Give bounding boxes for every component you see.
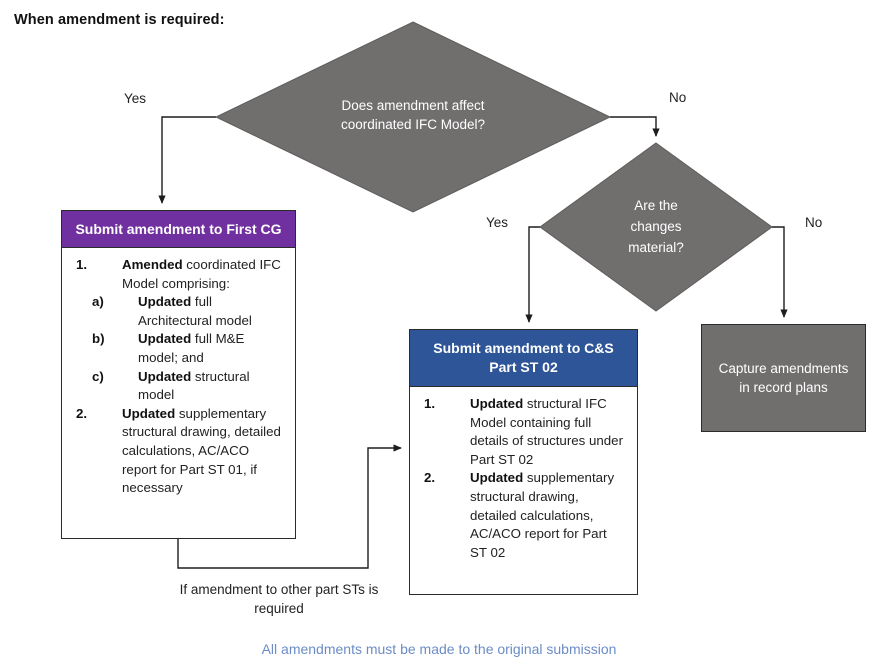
list-item-text: Updated supplementary structural drawing… bbox=[122, 405, 285, 498]
list-item-rest: structural model bbox=[138, 368, 250, 403]
list-marker: 1. bbox=[424, 396, 436, 411]
edge-label-no-decision-1: No bbox=[669, 90, 687, 105]
cs-st02-header-line2: Part ST 02 bbox=[489, 359, 558, 375]
list-item-text: Updated structural model bbox=[138, 368, 285, 405]
list-item-emphasis: Amended bbox=[122, 257, 183, 272]
list-item-text: Updated full M&E model; and bbox=[138, 330, 285, 367]
list-item: 2. Updated supplementary structural draw… bbox=[418, 469, 627, 562]
list-item-emphasis: Updated bbox=[470, 470, 524, 486]
loop-label-line2: required bbox=[254, 601, 304, 616]
connector-loop-label: If amendment to other part STs is requir… bbox=[168, 580, 390, 618]
process-box-first-cg-header: Submit amendment to First CG bbox=[62, 211, 295, 248]
list-item-emphasis: Updated bbox=[138, 331, 192, 347]
connector-yes-to-cs-st02 bbox=[525, 226, 540, 323]
connector-yes-to-first-cg bbox=[158, 116, 216, 204]
first-cg-sub-list: a) Updated full Architectural model b) U… bbox=[70, 293, 285, 405]
list-marker: b) bbox=[92, 331, 105, 347]
list-item-rest: full Architectural model bbox=[138, 294, 252, 328]
decision-2-line1: Are the bbox=[634, 198, 678, 213]
decision-amendment-affects-ifc-shape[interactable] bbox=[214, 21, 612, 213]
list-item-rest: full M&E model; and bbox=[138, 331, 245, 365]
edge-label-yes-decision-1: Yes bbox=[124, 91, 147, 106]
list-item-text: Amended coordinated IFC Model comprising… bbox=[122, 256, 285, 293]
loop-label-line1: If amendment to other part STs is bbox=[179, 582, 379, 597]
process-box-cs-st02-body: 1. Updated structural IFC Model containi… bbox=[410, 387, 637, 568]
list-item-emphasis: Updated bbox=[138, 294, 192, 310]
connector-no-to-record-plans bbox=[772, 226, 788, 318]
decision-2-line2: changes bbox=[630, 219, 682, 234]
list-marker: 2. bbox=[76, 405, 88, 421]
cs-st02-header-line1: Submit amendment to C&S bbox=[433, 340, 614, 356]
connector-first-cg-loop-to-cs-st02 bbox=[177, 444, 402, 569]
decision-1-line1: Does amendment affect bbox=[341, 98, 485, 113]
list-item-text: Updated supplementary structural drawing… bbox=[470, 469, 627, 562]
list-item-rest: supplementary structural drawing, detail… bbox=[470, 470, 615, 560]
first-cg-item-list-2: 2. Updated supplementary structural draw… bbox=[70, 405, 285, 498]
process-box-cs-st02[interactable]: Submit amendment to C&S Part ST 02 1. Up… bbox=[409, 329, 638, 595]
decision-2-line3: material? bbox=[628, 240, 684, 255]
list-item: a) Updated full Architectural model bbox=[70, 293, 285, 330]
decision-changes-material-label: Are the changes material? bbox=[590, 195, 722, 258]
terminal-box-record-plans[interactable]: Capture amendments in record plans bbox=[701, 324, 866, 432]
list-marker: c) bbox=[92, 368, 104, 384]
decision-changes-material-shape[interactable] bbox=[539, 142, 773, 312]
process-box-first-cg-body: 1. Amended coordinated IFC Model compris… bbox=[62, 248, 295, 504]
list-item-rest: supplementary structural drawing, detail… bbox=[122, 405, 281, 496]
page-title: When amendment is required: bbox=[14, 12, 225, 28]
footer-note: All amendments must be made to the origi… bbox=[261, 641, 617, 657]
list-item-rest: coordinated IFC Model comprising: bbox=[122, 257, 281, 291]
decision-amendment-affects-ifc-label: Does amendment affect coordinated IFC Mo… bbox=[288, 96, 538, 134]
list-marker: a) bbox=[92, 294, 104, 310]
process-box-first-cg[interactable]: Submit amendment to First CG 1. Amended … bbox=[61, 210, 296, 539]
list-marker: 1. bbox=[76, 257, 88, 272]
list-item-emphasis: Updated bbox=[470, 396, 524, 411]
list-item-text: Updated full Architectural model bbox=[138, 293, 285, 330]
connector-no-to-decision-material bbox=[610, 116, 660, 137]
list-item: c) Updated structural model bbox=[70, 368, 285, 405]
list-item-emphasis: Updated bbox=[138, 368, 192, 384]
list-item-emphasis: Updated bbox=[122, 405, 176, 421]
list-item: 2. Updated supplementary structural draw… bbox=[70, 405, 285, 498]
edge-label-yes-decision-2: Yes bbox=[486, 215, 509, 230]
edge-label-no-decision-2: No bbox=[805, 215, 823, 230]
decision-1-line2: coordinated IFC Model? bbox=[340, 117, 486, 132]
record-plans-text: Capture amendments in record plans bbox=[702, 359, 865, 397]
list-item: 1. Updated structural IFC Model containi… bbox=[418, 395, 627, 469]
cs-st02-item-list: 1. Updated structural IFC Model containi… bbox=[418, 395, 627, 562]
list-item: b) Updated full M&E model; and bbox=[70, 330, 285, 367]
list-marker: 2. bbox=[424, 470, 436, 486]
list-item-rest: structural IFC Model containing full det… bbox=[470, 396, 623, 467]
list-item-text: Updated structural IFC Model containing … bbox=[470, 395, 627, 469]
first-cg-item-list: 1. Amended coordinated IFC Model compris… bbox=[70, 256, 285, 293]
record-plans-line1: Capture amendments bbox=[718, 361, 849, 376]
list-item: 1. Amended coordinated IFC Model compris… bbox=[70, 256, 285, 293]
record-plans-line2: in record plans bbox=[739, 380, 828, 395]
process-box-cs-st02-header: Submit amendment to C&S Part ST 02 bbox=[410, 330, 637, 387]
